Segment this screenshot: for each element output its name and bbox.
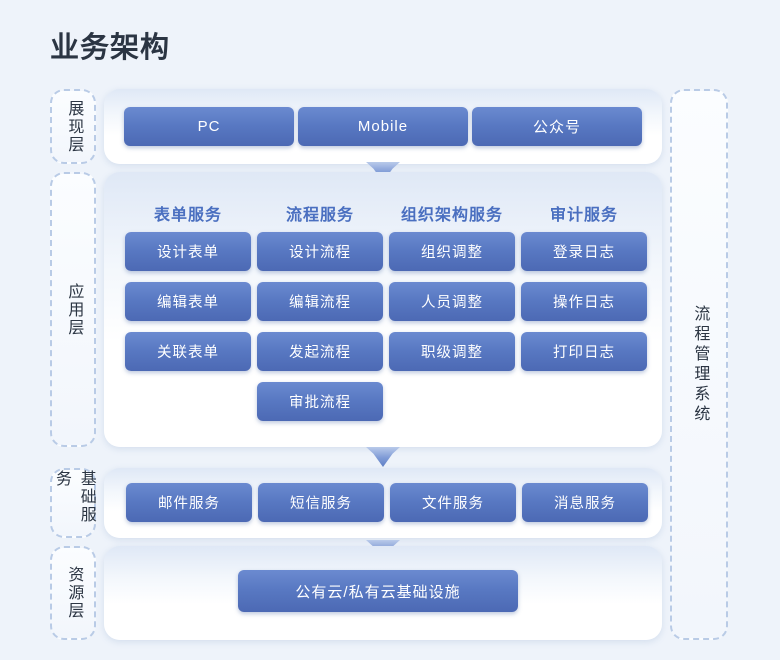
basic-service-item-mail-label: 邮件服务 [158,496,220,512]
presentation-item-mobile[interactable]: Mobile [298,107,468,146]
layer-tag-resource: 资源层 [50,546,96,640]
presentation-layer-panel: PC Mobile 公众号 [104,89,662,164]
layer-tag-basic-services: 基础服务 [50,468,96,538]
system-scope-label: 流程管理系统 [691,304,709,425]
application-item-print-log-label: 打印日志 [553,345,615,361]
basic-service-item-sms-label: 短信服务 [290,496,352,512]
application-column-header-process: 流程服务 [285,207,354,224]
application-item-design-form-label: 设计表单 [157,245,219,261]
application-item-rank-adjust[interactable]: 职级调整 [389,332,515,371]
application-item-rank-adjust-label: 职级调整 [421,345,483,361]
layer-tag-application: 应用层 [50,172,96,447]
resource-item-cloud-infrastructure[interactable]: 公有云/私有云基础设施 [238,570,518,612]
arrow-application-to-basic-icon [366,447,400,467]
presentation-item-mobile-label: Mobile [357,118,409,135]
application-column-header-organization: 组织架构服务 [400,207,503,224]
application-item-design-process-label: 设计流程 [289,245,351,261]
layer-tag-basic-services-label: 基础服务 [53,470,95,524]
application-item-edit-form[interactable]: 编辑表单 [125,282,251,321]
basic-service-item-file-label: 文件服务 [422,496,484,512]
application-item-org-adjust-label: 组织调整 [421,245,483,261]
presentation-item-official-account[interactable]: 公众号 [472,107,642,146]
application-item-start-process[interactable]: 发起流程 [257,332,383,371]
application-item-print-log[interactable]: 打印日志 [521,332,647,371]
application-column-header-form: 表单服务 [153,207,222,224]
basic-service-item-mail[interactable]: 邮件服务 [126,483,252,522]
application-layer-panel: 表单服务 流程服务 组织架构服务 审计服务 设计表单 编辑表单 关联表单 设计流… [104,172,662,447]
application-item-approve-process[interactable]: 审批流程 [257,382,383,421]
application-item-operation-log[interactable]: 操作日志 [521,282,647,321]
basic-service-item-message[interactable]: 消息服务 [522,483,648,522]
presentation-item-pc[interactable]: PC [124,107,294,146]
application-column-header-audit: 审计服务 [549,207,618,224]
application-item-edit-process-label: 编辑流程 [289,295,351,311]
application-item-design-process[interactable]: 设计流程 [257,232,383,271]
application-item-edit-process[interactable]: 编辑流程 [257,282,383,321]
layer-tag-resource-label: 资源层 [65,566,83,620]
application-item-start-process-label: 发起流程 [289,345,351,361]
application-item-operation-log-label: 操作日志 [553,295,615,311]
application-item-login-log[interactable]: 登录日志 [521,232,647,271]
application-item-staff-adjust[interactable]: 人员调整 [389,282,515,321]
application-item-edit-form-label: 编辑表单 [157,295,219,311]
basic-service-item-message-label: 消息服务 [554,496,616,512]
page-title: 业务架构 [50,32,171,64]
application-item-relate-form-label: 关联表单 [157,345,219,361]
application-item-approve-process-label: 审批流程 [289,395,351,411]
basic-service-item-sms[interactable]: 短信服务 [258,483,384,522]
layer-tag-application-label: 应用层 [65,282,83,337]
layer-tag-presentation: 展现层 [50,89,96,164]
system-scope-tag: 流程管理系统 [670,89,728,640]
application-item-relate-form[interactable]: 关联表单 [125,332,251,371]
resource-layer-panel: 公有云/私有云基础设施 [104,546,662,640]
application-item-staff-adjust-label: 人员调整 [421,295,483,311]
application-item-login-log-label: 登录日志 [553,245,615,261]
application-item-org-adjust[interactable]: 组织调整 [389,232,515,271]
basic-services-panel: 邮件服务 短信服务 文件服务 消息服务 [104,468,662,538]
layer-tag-presentation-label: 展现层 [65,99,83,154]
presentation-item-official-account-label: 公众号 [532,119,581,136]
presentation-item-pc-label: PC [197,118,221,135]
resource-item-cloud-infrastructure-label: 公有云/私有云基础设施 [295,583,461,601]
basic-service-item-file[interactable]: 文件服务 [390,483,516,522]
application-item-design-form[interactable]: 设计表单 [125,232,251,271]
